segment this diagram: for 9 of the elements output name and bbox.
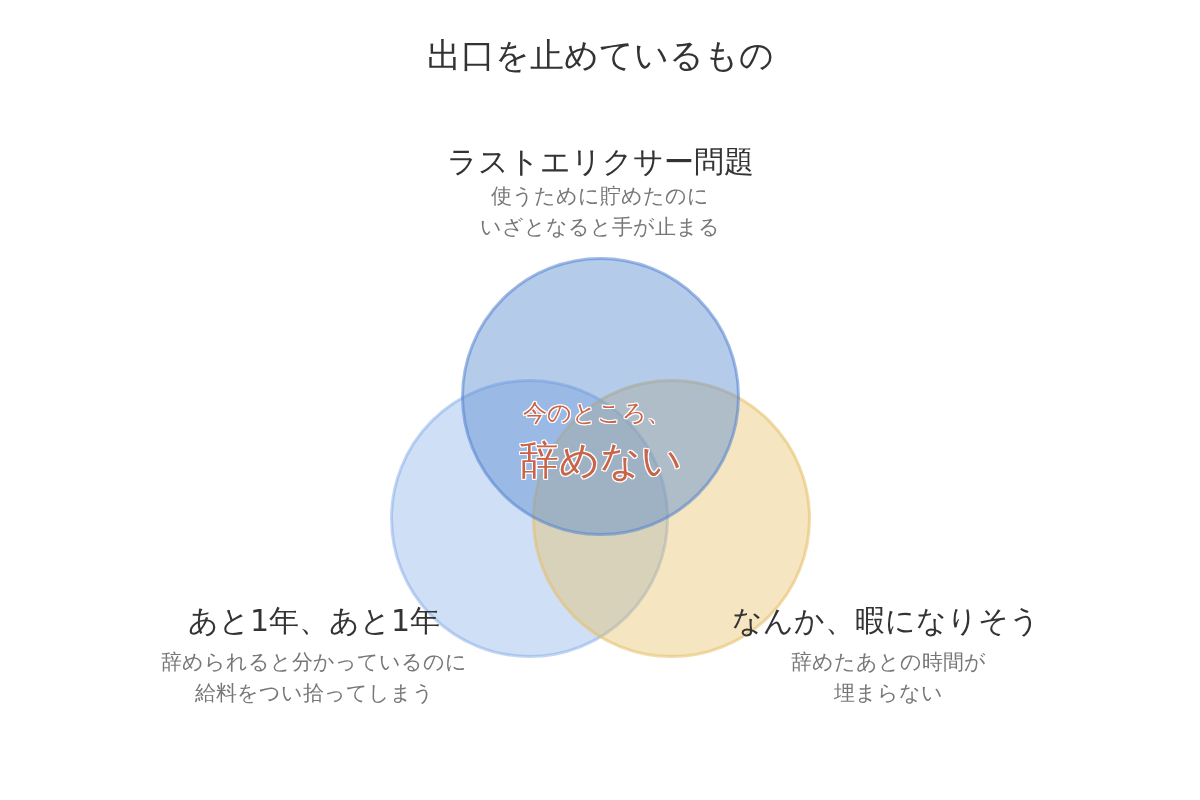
description: 辞めたあとの時間が埋まらない xyxy=(789,649,987,707)
overlap-label: 今のところ、 xyxy=(523,398,671,428)
description: 辞められると分かっているのに給料をつい拾ってしまう xyxy=(160,649,468,707)
heading: あと1年、あと1年 xyxy=(188,603,441,639)
heading: ラストエリクサー問題 xyxy=(446,144,754,180)
overlap-label: 辞めない xyxy=(518,436,682,484)
diagram-title: 出口を止めているもの xyxy=(426,34,774,76)
description: 使うために貯めたのにいざとなると手が止まる xyxy=(479,183,721,241)
heading: なんか、暇になりそう xyxy=(732,603,1040,639)
